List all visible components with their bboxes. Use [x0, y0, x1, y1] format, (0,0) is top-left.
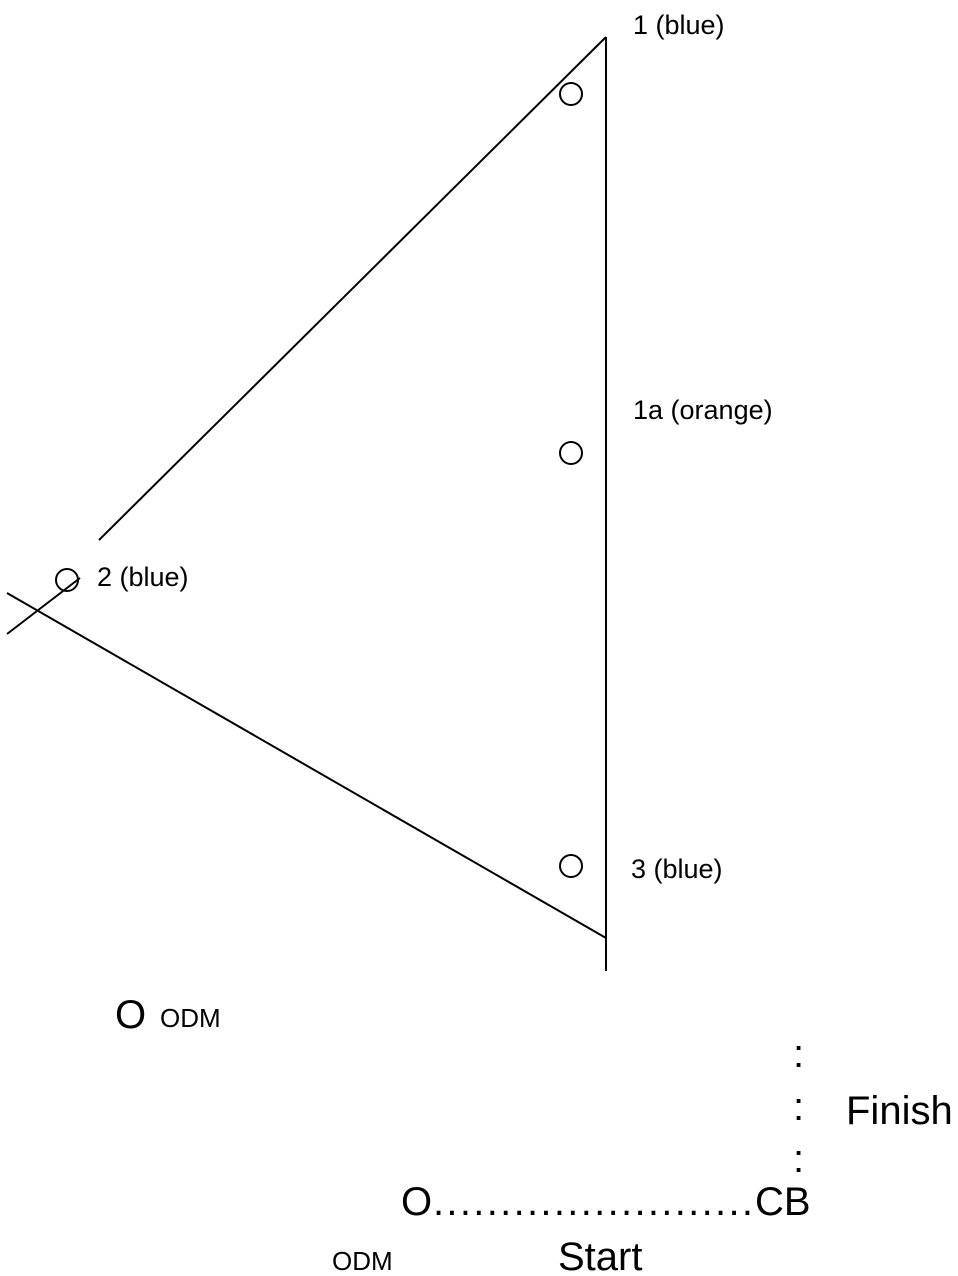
mark-2-buoy [55, 568, 79, 592]
mark-3-label: 3 (blue) [631, 854, 723, 884]
mark-1-buoy [559, 82, 583, 106]
mark-1-label: 1 (blue) [633, 10, 725, 40]
finish-dots-2: : [793, 1085, 804, 1129]
odm-top-label: ODM [160, 1003, 221, 1033]
mark-3-buoy [559, 854, 583, 878]
start-line-committee-boat: CB [755, 1180, 811, 1224]
start-line-odm-end: O [401, 1180, 432, 1224]
mark-1a-label: 1a (orange) [633, 395, 773, 425]
finish-label: Finish [846, 1089, 953, 1133]
start-label: Start [558, 1235, 642, 1276]
leg-mark2-extension [6, 577, 81, 635]
finish-dots-3: : [793, 1137, 804, 1181]
mark-1a-buoy [559, 441, 583, 465]
start-line-dots: ........................ [433, 1180, 753, 1224]
finish-dots-1: : [793, 1032, 804, 1076]
leg-mark1-to-mark2 [98, 36, 607, 541]
odm-top-symbol: O [115, 993, 146, 1037]
mark-2-label: 2 (blue) [97, 562, 189, 592]
leg-mark2-to-mark3 [6, 592, 607, 939]
start-odm-label: ODM [332, 1246, 393, 1276]
